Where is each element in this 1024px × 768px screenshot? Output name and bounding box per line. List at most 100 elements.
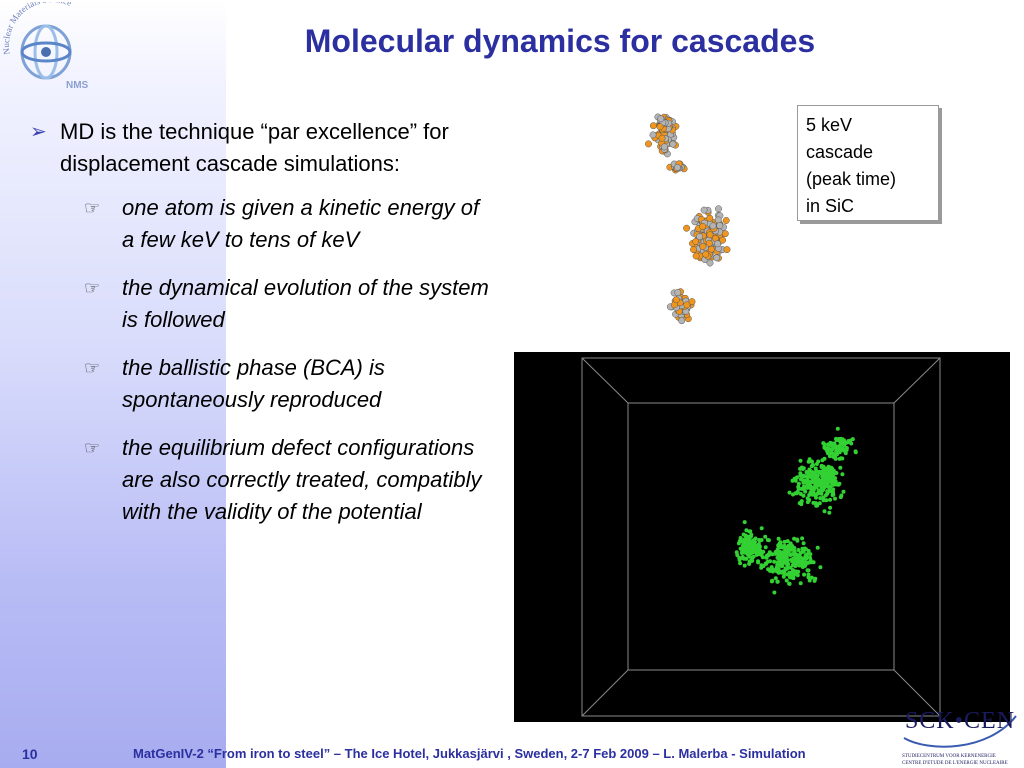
- atom: [831, 490, 836, 495]
- caption-line: 5 keV: [806, 115, 853, 135]
- atom: [706, 259, 714, 267]
- atom: [835, 426, 840, 431]
- atom: [813, 466, 818, 471]
- atom: [834, 471, 839, 475]
- atom: [805, 485, 810, 490]
- atom: [828, 477, 833, 482]
- atom: [714, 240, 722, 248]
- atom: [775, 579, 780, 584]
- atom: [801, 541, 806, 546]
- atom: [814, 485, 819, 490]
- atom: [696, 233, 704, 241]
- atom: [751, 542, 756, 547]
- atom: [792, 546, 797, 550]
- atom: [806, 498, 811, 503]
- atom: [826, 446, 831, 451]
- sub-bullet-text: the dynamical evolution of the system is…: [122, 275, 489, 332]
- atom: [830, 473, 835, 478]
- atom: [709, 222, 717, 230]
- atom: [824, 498, 829, 503]
- atom: [760, 555, 765, 560]
- atom: [805, 555, 809, 560]
- atom: [649, 131, 657, 139]
- atom: [833, 453, 838, 458]
- pointing-hand-icon: ☞: [84, 438, 101, 458]
- atom: [842, 438, 846, 443]
- sub-bullet: ☞ the equilibrium defect configurations …: [84, 432, 490, 528]
- atom: [822, 509, 827, 514]
- atom: [796, 484, 801, 489]
- atom: [734, 550, 739, 555]
- atom: [747, 547, 752, 552]
- atom: [821, 485, 826, 490]
- caption-line: cascade: [806, 142, 874, 162]
- atom: [796, 548, 801, 552]
- atom: [778, 545, 783, 550]
- atom: [806, 549, 811, 553]
- atom: [805, 478, 810, 483]
- sub-bullet-text: the ballistic phase (BCA) is spontaneous…: [122, 355, 385, 412]
- atom: [782, 558, 787, 563]
- sub-bullet-list: ☞ one atom is given a kinetic energy of …: [30, 192, 490, 528]
- atom: [787, 490, 792, 495]
- atom: [738, 536, 743, 540]
- atom: [707, 245, 715, 253]
- sck-cen-name: SCK•CEN: [904, 708, 1016, 734]
- atom: [759, 538, 764, 542]
- atom: [747, 541, 752, 546]
- atom: [773, 576, 778, 581]
- atom: [825, 472, 829, 477]
- sck-cen-logo: SCK•CEN STUDIECENTRUM VOOR KERNENERGIE C…: [898, 708, 1022, 768]
- caption-line: (peak time): [806, 169, 897, 189]
- atom: [822, 442, 827, 447]
- atom: [804, 470, 809, 474]
- cascade-caption-box: 5 keV cascade (peak time) in SiC: [797, 105, 939, 221]
- atom: [836, 482, 841, 487]
- atom: [841, 489, 846, 494]
- atom: [833, 476, 838, 481]
- atom: [828, 489, 832, 493]
- atom: [699, 243, 707, 250]
- atom: [674, 289, 682, 296]
- atom: [844, 446, 849, 450]
- atom: [673, 164, 681, 171]
- atom: [747, 561, 752, 566]
- atom: [672, 296, 680, 304]
- atom: [820, 474, 825, 479]
- atom: [798, 458, 803, 463]
- atom: [781, 574, 786, 579]
- atom: [706, 214, 714, 222]
- atom: [678, 317, 686, 325]
- atom: [840, 472, 845, 477]
- sck-swoosh-icon: [903, 715, 1017, 748]
- atom: [819, 478, 824, 483]
- atom: [772, 559, 777, 564]
- atom: [716, 222, 724, 230]
- atom: [830, 468, 835, 473]
- atom: [796, 569, 801, 574]
- atom: [772, 590, 777, 595]
- main-bullet-text: MD is the technique “par excellence” for…: [60, 119, 449, 176]
- atom: [827, 454, 832, 459]
- atom: [784, 555, 789, 560]
- atom: [825, 491, 830, 496]
- atom: [658, 134, 666, 142]
- atom: [799, 559, 804, 564]
- atom: [795, 475, 799, 480]
- atom: [818, 565, 823, 570]
- atom: [738, 546, 743, 551]
- atom: [692, 252, 700, 260]
- atom: [818, 496, 823, 501]
- atom: [752, 549, 756, 554]
- atom: [756, 542, 761, 547]
- atom: [743, 534, 748, 539]
- footer-text: MatGenIV-2 “From iron to steel” – The Ic…: [133, 746, 806, 761]
- slide-title: Molecular dynamics for cascades: [304, 23, 816, 59]
- atom: [792, 572, 796, 577]
- atom: [828, 505, 833, 510]
- logo-initials: NMS: [66, 80, 89, 91]
- atom: [722, 217, 730, 224]
- atom: [741, 541, 746, 546]
- atom: [833, 444, 838, 449]
- atom: [769, 565, 774, 570]
